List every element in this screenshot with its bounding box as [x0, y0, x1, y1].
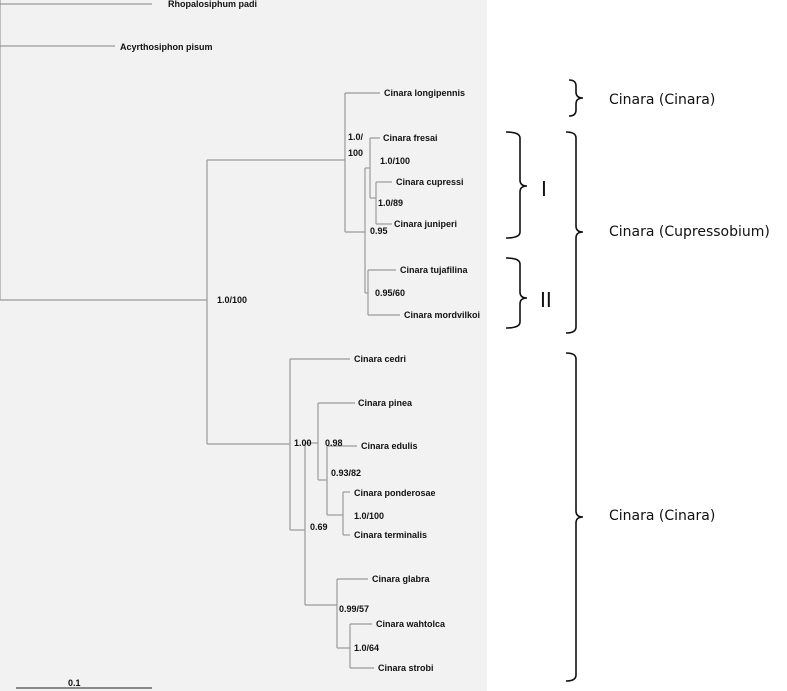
taxon-label: Cinara terminalis	[354, 530, 427, 540]
support-value: 0.93/82	[331, 468, 361, 478]
taxon-label: Cinara fresai	[383, 133, 438, 143]
clade-label-ii: II	[540, 288, 552, 312]
brace-clade-ii	[505, 257, 528, 329]
taxon-label: Cinara strobi	[378, 663, 434, 673]
group-label-cupressobium: Cinara (Cupressobium)	[609, 224, 770, 240]
support-value: 1.0/	[348, 132, 364, 142]
support-value: 0.98	[325, 438, 343, 448]
taxon-label: Cinara juniperi	[394, 219, 457, 229]
taxon-label: Cinara wahtolca	[376, 619, 446, 629]
support-value: 0.95/60	[375, 288, 405, 298]
clade-label-i: I	[541, 177, 547, 201]
group-label-cinara-top: Cinara (Cinara)	[609, 92, 715, 108]
brace-cinara-bottom	[565, 352, 584, 682]
support-value: 1.0/100	[380, 156, 410, 166]
taxon-label: Cinara longipennis	[384, 88, 465, 98]
brace-clade-i	[505, 131, 528, 239]
taxon-label: Cinara mordvilkoi	[404, 310, 480, 320]
support-value: 1.0/100	[354, 511, 384, 521]
brace-cinara-top	[568, 79, 584, 117]
taxon-label: Cinara edulis	[361, 441, 418, 451]
support-value: 1.0/89	[378, 198, 403, 208]
support-value: 1.00	[294, 438, 312, 448]
tree-branches	[0, 0, 400, 689]
scale-bar-label: 0.1	[68, 678, 81, 688]
group-braces	[505, 79, 584, 682]
group-labels: Cinara (Cinara) Cinara (Cupressobium) Ci…	[540, 92, 770, 524]
support-values: 1.0/100 1.0/ 100 1.0/100 1.0/89 0.95 0.9…	[217, 132, 410, 653]
support-value: 0.69	[310, 522, 328, 532]
support-value: 1.0/64	[354, 643, 379, 653]
support-value: 0.95	[370, 226, 388, 236]
taxon-label: Cinara glabra	[372, 574, 431, 584]
taxon-label: Cinara ponderosae	[354, 488, 436, 498]
support-value: 0.99/57	[339, 604, 369, 614]
taxon-label: Cinara cedri	[354, 354, 406, 364]
taxon-label: Rhopalosiphum padi	[168, 0, 257, 9]
taxon-label: Cinara tujafilina	[400, 265, 469, 275]
tree-panel	[0, 0, 487, 691]
support-value: 1.0/100	[217, 295, 247, 305]
taxon-label: Cinara cupressi	[396, 177, 464, 187]
taxon-label: Acyrthosiphon pisum	[120, 42, 213, 52]
brace-cupressobium	[565, 131, 584, 334]
support-value: 100	[348, 148, 363, 158]
taxon-label: Cinara pinea	[358, 398, 413, 408]
taxon-labels: Rhopalosiphum padi Acyrthosiphon pisum C…	[120, 0, 480, 673]
group-label-cinara-bottom: Cinara (Cinara)	[609, 508, 715, 524]
